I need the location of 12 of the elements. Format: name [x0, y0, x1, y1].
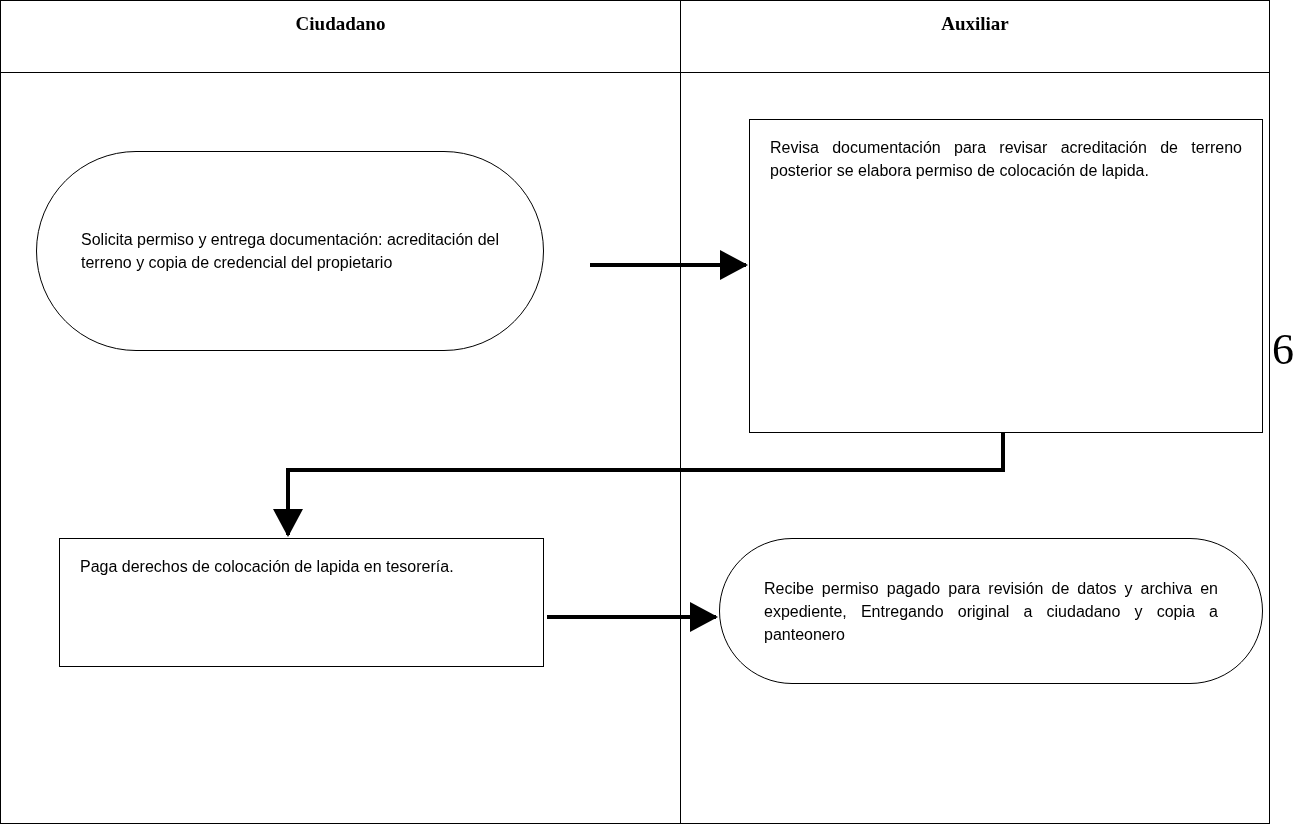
process-box: Paga derechos de colocación de lapida en tesorería.: [59, 538, 544, 667]
arrow: [547, 602, 718, 632]
page-number: 6: [1272, 328, 1294, 372]
swimlane: [680, 0, 1270, 824]
lane-header: Ciudadano: [1, 1, 680, 73]
arrow: [590, 250, 748, 280]
lane-header: Auxiliar: [681, 1, 1269, 73]
terminal-shape: Solicita permiso y entrega documentación: acreditación del terreno y copia de credencial del propietario: [36, 151, 544, 351]
terminal-shape: Recibe permiso pagado para revisión de datos y archiva en expediente, Entregando original a ciudadano y copia a panteonero: [719, 538, 1263, 684]
process-box: Revisa documentación para revisar acreditación de terreno posterior se elabora permiso de colocación de lapida.: [749, 119, 1263, 433]
arrow: [273, 432, 1005, 537]
swimlane: [0, 0, 681, 824]
